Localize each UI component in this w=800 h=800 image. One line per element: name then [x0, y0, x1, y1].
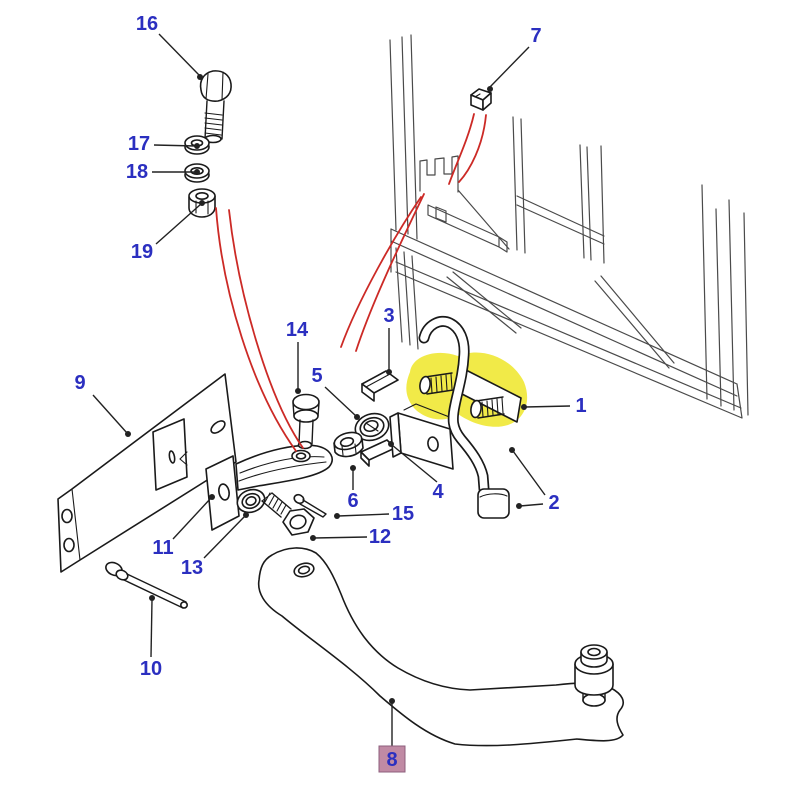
red-locator-line-nut-a — [215, 207, 297, 452]
plate-hole — [61, 508, 73, 524]
bolt-head — [199, 70, 232, 102]
callout-6[interactable]: 6 — [347, 490, 358, 512]
frame-mid-rails — [516, 195, 605, 245]
rod-buffer-cap — [477, 488, 510, 519]
callout-13[interactable]: 13 — [181, 557, 203, 579]
plate-hole — [63, 537, 75, 553]
callout-19[interactable]: 19 — [131, 241, 153, 263]
frame-lower-posts — [395, 247, 419, 350]
callout-15[interactable]: 15 — [392, 503, 414, 525]
leader-lines — [92, 33, 571, 746]
red-locator-line-part7-b — [458, 114, 487, 183]
body-frame-structure — [389, 34, 749, 419]
part-6-nut — [333, 431, 364, 458]
callout-12[interactable]: 12 — [369, 526, 391, 548]
part-11-hinge-bracket — [205, 444, 333, 531]
arm-bushing — [574, 644, 614, 707]
part-10-rivet — [105, 561, 189, 609]
frame-channel-bar — [427, 204, 508, 253]
red-locator-line-frame-a — [340, 196, 422, 348]
frame-notched-bracket — [419, 155, 510, 250]
callout-2[interactable]: 2 — [548, 492, 559, 514]
callout-17[interactable]: 17 — [128, 133, 150, 155]
bracket-slot — [218, 483, 230, 501]
callout-3[interactable]: 3 — [383, 305, 394, 327]
callout-7[interactable]: 7 — [530, 25, 541, 47]
part-19-nut — [188, 188, 216, 218]
frame-vertical-posts — [389, 34, 749, 416]
plate-slot — [210, 420, 226, 434]
part-7-clip-nut — [470, 88, 492, 111]
stud-upper — [419, 372, 454, 395]
bolt-threads — [204, 112, 223, 136]
callout-8-highlight-box[interactable] — [378, 745, 406, 773]
part-12-bolt — [261, 492, 315, 536]
part-9-mounting-plate — [57, 373, 237, 573]
callout-11[interactable]: 11 — [152, 537, 173, 559]
part-16-bolt — [199, 70, 232, 144]
part-4-l-bracket — [389, 403, 454, 470]
red-locator-line-frame-b — [355, 193, 425, 352]
part-15-pin — [293, 493, 327, 518]
red-locator-line-part7-a — [448, 113, 475, 185]
callout-14[interactable]: 14 — [286, 319, 309, 341]
callout-18[interactable]: 18 — [126, 161, 148, 183]
part-5-grommet — [354, 412, 390, 442]
callout-5[interactable]: 5 — [311, 365, 322, 387]
frame-sill-rails — [390, 228, 743, 419]
callout-9[interactable]: 9 — [74, 372, 85, 394]
callouts: 16 17 18 19 7 9 14 5 3 1 2 4 6 15 12 11 … — [74, 13, 587, 773]
callout-8[interactable]: 8 — [386, 749, 397, 771]
stud-lower — [470, 396, 505, 419]
callout-1[interactable]: 1 — [575, 395, 586, 417]
red-locator-line-nut-b — [228, 209, 304, 449]
callout-16[interactable]: 16 — [136, 13, 158, 35]
part-8-check-strap-arm — [257, 547, 624, 747]
callout-10[interactable]: 10 — [140, 658, 162, 680]
frame-diagonal-braces — [446, 271, 675, 369]
part-14-pivot-pin — [292, 393, 320, 450]
part-2-check-rod — [418, 315, 510, 519]
part-13-bushing — [236, 488, 266, 514]
callout-4[interactable]: 4 — [432, 481, 444, 503]
bracket-hole — [427, 436, 439, 452]
part-3-clip — [360, 370, 399, 467]
